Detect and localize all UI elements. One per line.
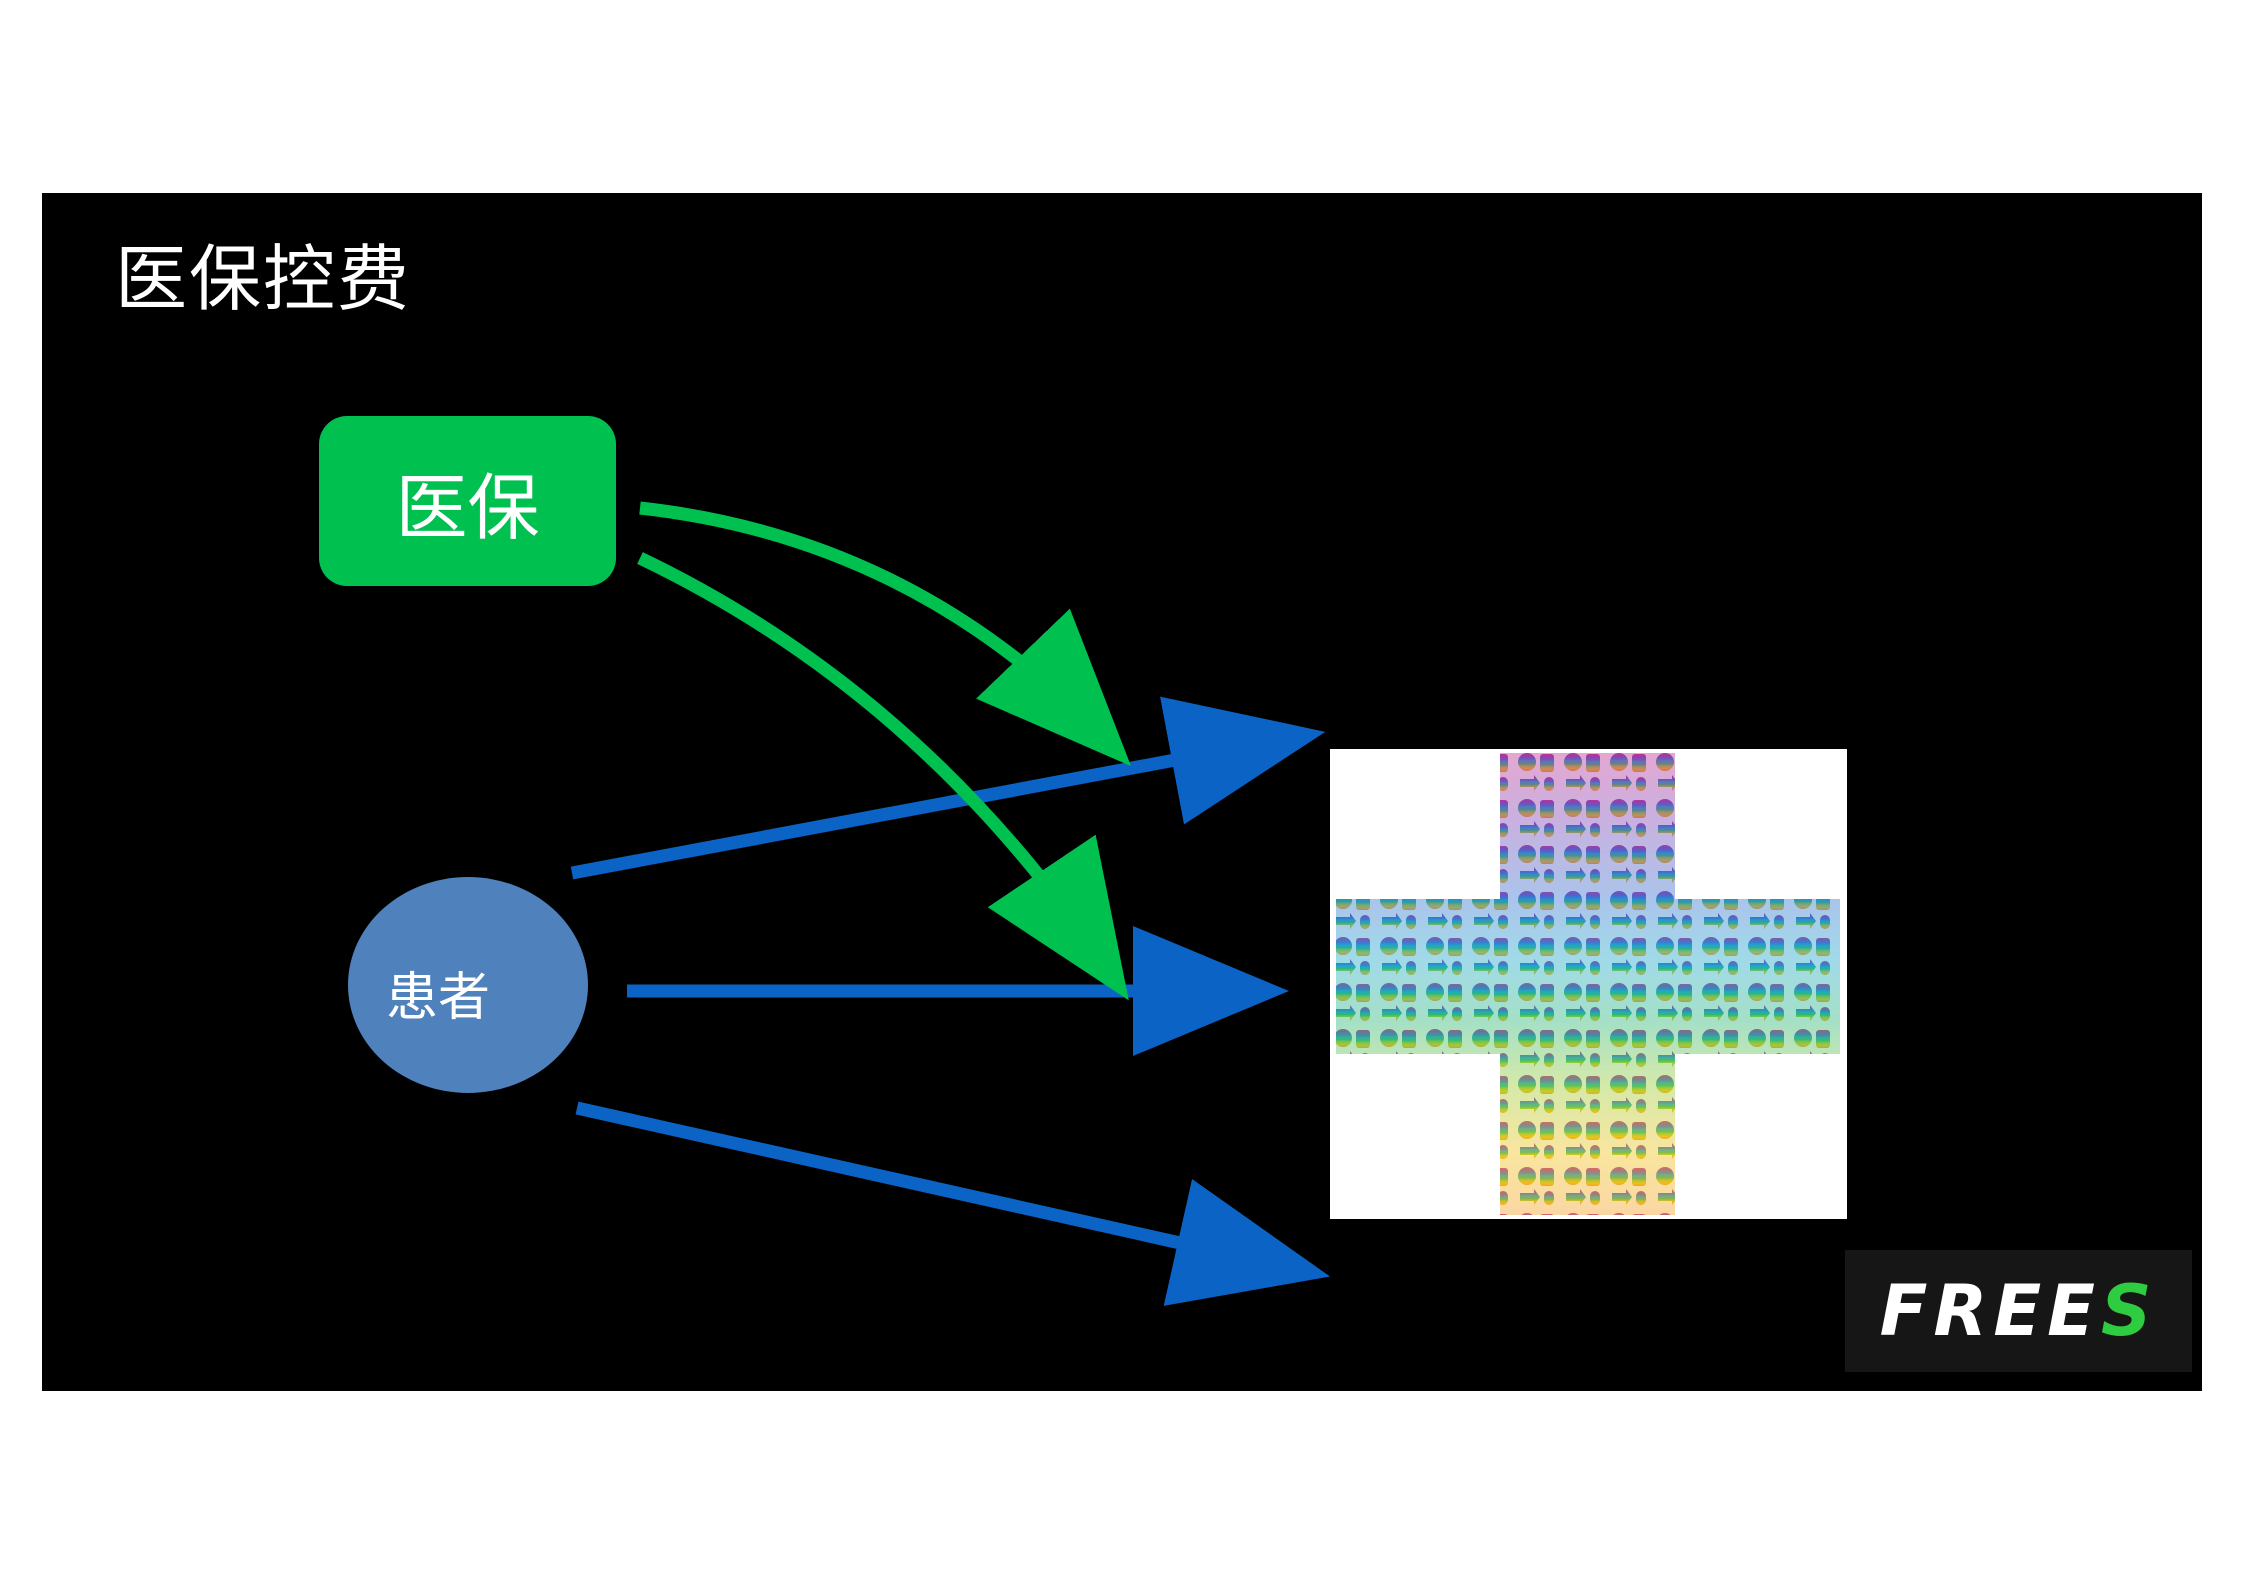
logo-text-accent: S <box>2100 1270 2158 1352</box>
insurance-label: 医保 <box>395 465 540 550</box>
medical-cross-icon <box>1330 749 1847 1219</box>
insurance-arrow-lower <box>637 552 1129 1001</box>
patient-arrow-lower <box>575 1101 1331 1306</box>
insurance-node: 医保 <box>319 416 616 586</box>
frees-logo: FREES <box>1845 1250 2192 1372</box>
patient-label: 患者 <box>386 968 491 1028</box>
slide-title: 医保控费 <box>115 237 412 321</box>
logo-text: FREES <box>1880 1270 2158 1352</box>
logo-text-main: FREE <box>1879 1270 2101 1352</box>
medical-cross-image <box>1330 749 1847 1219</box>
patient-arrow-upper <box>570 696 1326 880</box>
insurance-arrow-upper <box>639 501 1132 767</box>
patient-node: 患者 <box>348 877 588 1093</box>
slide: 医保控费 医保 患者 <box>42 193 2202 1391</box>
flow-arrows <box>570 501 1331 1306</box>
